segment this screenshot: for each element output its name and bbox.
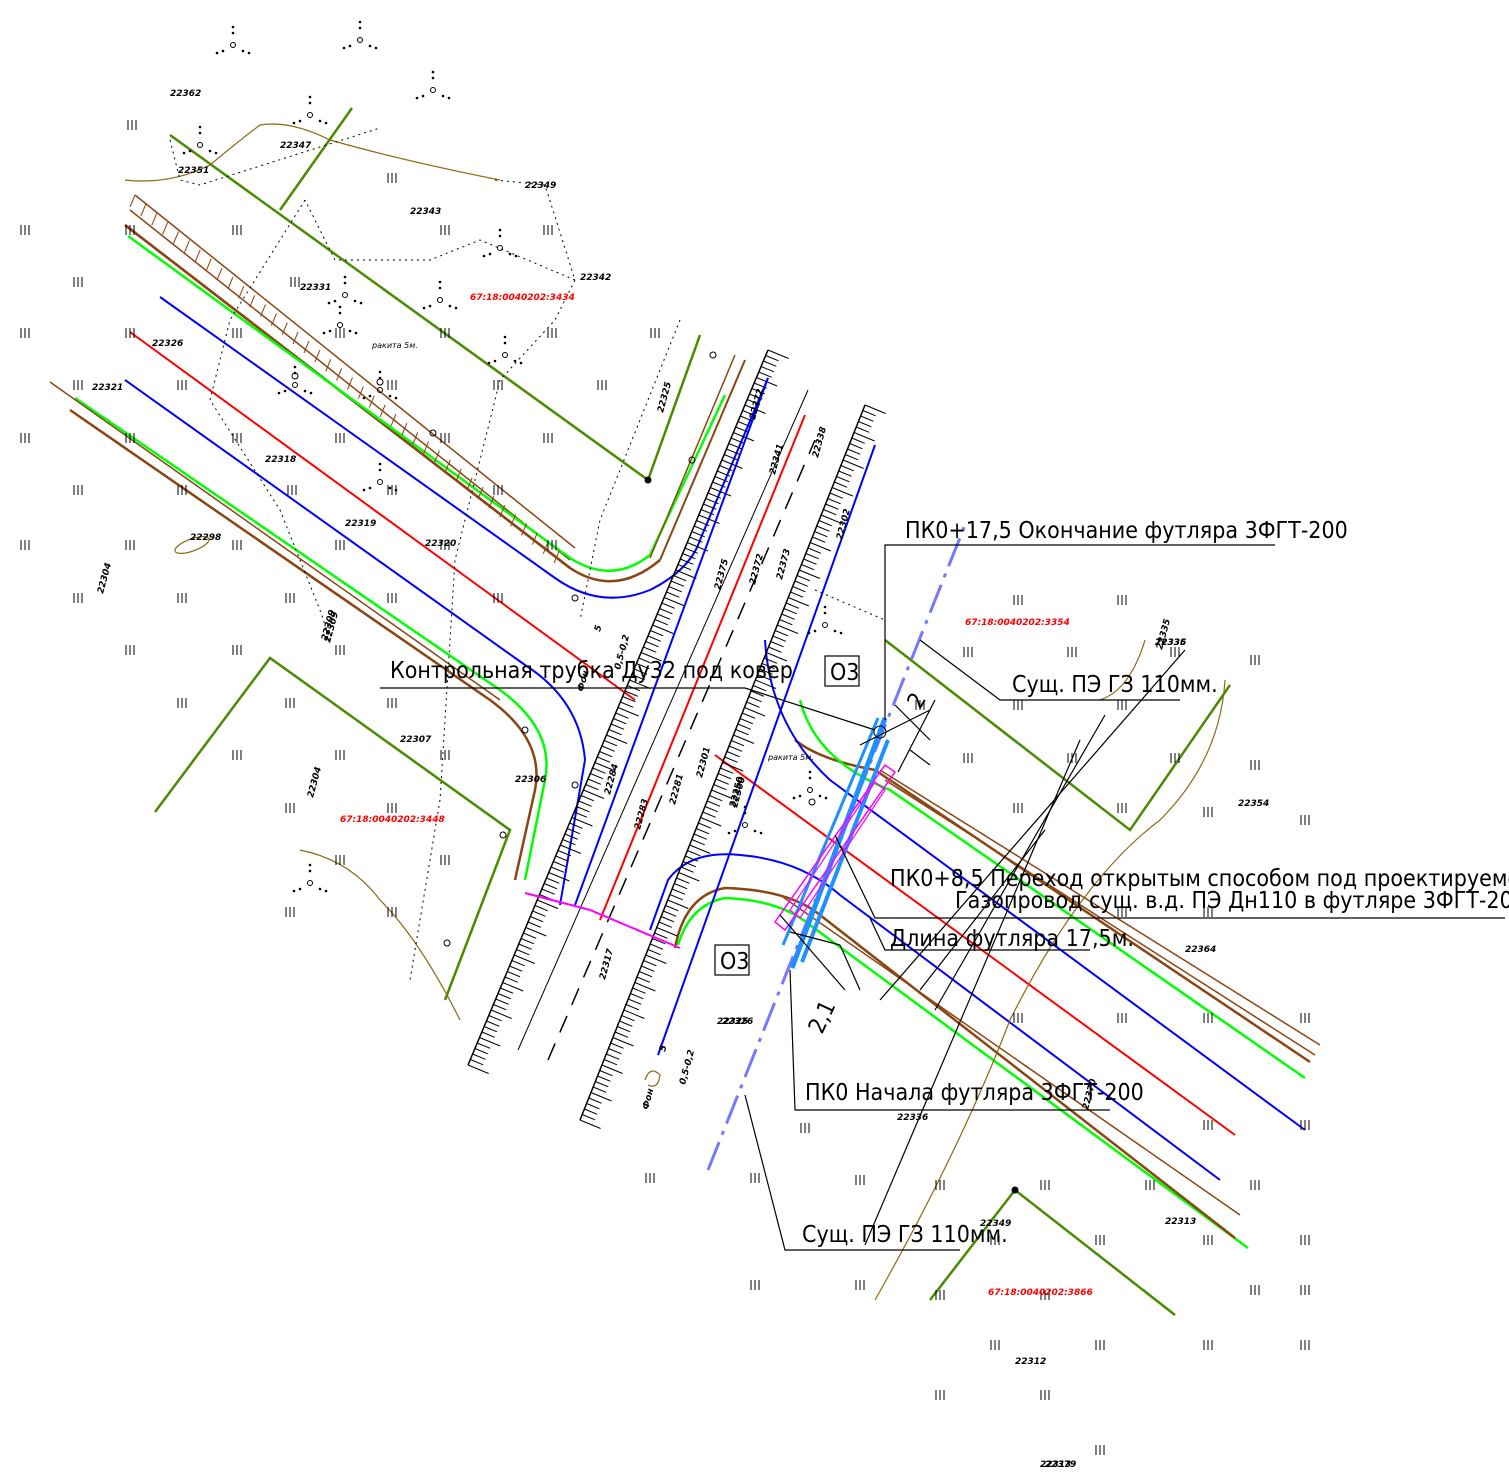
survey-point-label: 22284 — [603, 763, 621, 796]
survey-point-label: 22304 — [306, 766, 324, 799]
survey-point-label: 22349 — [980, 1219, 1011, 1229]
survey-point-label: 22331 — [300, 283, 331, 293]
survey-point-label: 22312 — [1015, 1357, 1046, 1367]
side-marks-lower: 5 0,5-0,2 Фон — [641, 1044, 697, 1111]
survey-point-label: 22372 — [748, 553, 766, 586]
gas-pipe — [706, 524, 967, 1171]
survey-point-label: 22325 — [656, 381, 674, 414]
survey-point-labels: 22362 22347 22351 22349 22343 22342 22331 22326… — [92, 89, 1269, 1470]
svg-text:0,5-0,2: 0,5-0,2 — [678, 1049, 697, 1086]
se-road-arm — [649, 639, 1321, 1250]
zone-box-bottom: О3 — [714, 944, 750, 976]
survey-point-label: 22362 — [170, 89, 201, 99]
survey-point-label: 22301 — [695, 746, 713, 779]
pit-label: ракита 5м. — [767, 753, 814, 762]
svg-text:О3: О3 — [830, 660, 859, 686]
parcel-label: 67:18:0040202:3434 — [470, 293, 575, 303]
survey-point-label: 22347 — [280, 141, 312, 151]
callout-pk0-end: ПК0+17,5 Окончание футляра 3ФГТ-200 — [905, 518, 1348, 544]
survey-point-label: 22351 — [178, 166, 209, 176]
grass-symbols — [20, 120, 1310, 1455]
survey-point-label: 22298 — [190, 533, 221, 543]
survey-point-label: 22318 — [265, 455, 296, 465]
nw-road-arm — [49, 194, 769, 906]
callout-control-tube: Контрольная трубка Ду32 под ковер — [390, 658, 793, 684]
survey-point-label: 22379 — [1045, 1460, 1076, 1470]
svg-text:5: 5 — [658, 1044, 669, 1053]
survey-point-label: 22321 — [92, 383, 123, 393]
survey-point-label: 22320 — [425, 539, 456, 549]
zone-box-top: О3 — [824, 655, 860, 687]
survey-point-label: 22372 — [748, 388, 766, 421]
survey-point-label: 22343 — [410, 207, 441, 217]
survey-point-label: 22317 — [598, 947, 616, 981]
survey-point-label: 22325 — [717, 1017, 748, 1027]
survey-point-label: 22336 — [897, 1113, 928, 1123]
survey-point-label: 22336 — [1155, 638, 1186, 648]
survey-point-label: 22364 — [1185, 945, 1216, 955]
survey-point-label: 22313 — [1040, 1460, 1071, 1470]
survey-point-label: 22307 — [400, 735, 432, 745]
tree-symbols — [182, 20, 843, 893]
dotted-boundaries — [169, 127, 886, 981]
svg-text:Фон: Фон — [641, 1088, 656, 1111]
parcel-label: 67:18:0040202:3354 — [965, 618, 1070, 628]
svg-text:5: 5 — [593, 624, 604, 633]
pit-label: ракита 5м. — [371, 341, 418, 350]
callout-pk0-crossing: ПК0+8,5 Переход открытым способом под пр… — [890, 866, 1509, 892]
survey-point-label: 22281 — [668, 773, 686, 806]
main-road — [467, 349, 886, 1129]
leader-lines — [380, 544, 1505, 1251]
callout-gas-pipe: Газопровод сущ. в.д. ПЭ Дн110 в футляре … — [955, 888, 1509, 914]
survey-point-label: 22306 — [515, 775, 546, 785]
dimension-top: 2 — [903, 689, 932, 713]
callout-pk0-start: ПК0 Начала футляра 3ФГТ-200 — [805, 1080, 1144, 1106]
survey-point-label: 22302 — [835, 508, 853, 541]
survey-point-label: 22304 — [96, 562, 114, 595]
survey-point-label: 22326 — [152, 339, 183, 349]
survey-point-label: 22319 — [345, 519, 376, 529]
callout-existing-gas-bottom: Сущ. ПЭ ГЗ 110мм. — [802, 1222, 1008, 1248]
survey-point-label: 22335 — [1155, 638, 1186, 648]
parcel-label: 67:18:0040202:3448 — [340, 815, 445, 825]
callout-existing-gas-top: Сущ. ПЭ ГЗ 110мм. — [1012, 672, 1218, 698]
parcel-label: 67:18:0040202:3866 — [988, 1288, 1093, 1298]
survey-point-label: 22373 — [775, 548, 793, 581]
survey-point-label: 22313 — [1165, 1217, 1196, 1227]
callout-case-length: Длина футляра 17,5м. — [890, 926, 1134, 952]
dimension-bottom: 2,1 — [804, 997, 841, 1038]
survey-point-label: 22354 — [1238, 799, 1269, 809]
survey-point-label: 22342 — [580, 273, 611, 283]
svg-text:О3: О3 — [720, 949, 749, 975]
survey-point-label: 22326 — [722, 1017, 753, 1027]
pole-symbols — [291, 351, 1019, 1194]
survey-point-label: 22349 — [525, 181, 556, 191]
terrain-lines — [124, 123, 1226, 1301]
